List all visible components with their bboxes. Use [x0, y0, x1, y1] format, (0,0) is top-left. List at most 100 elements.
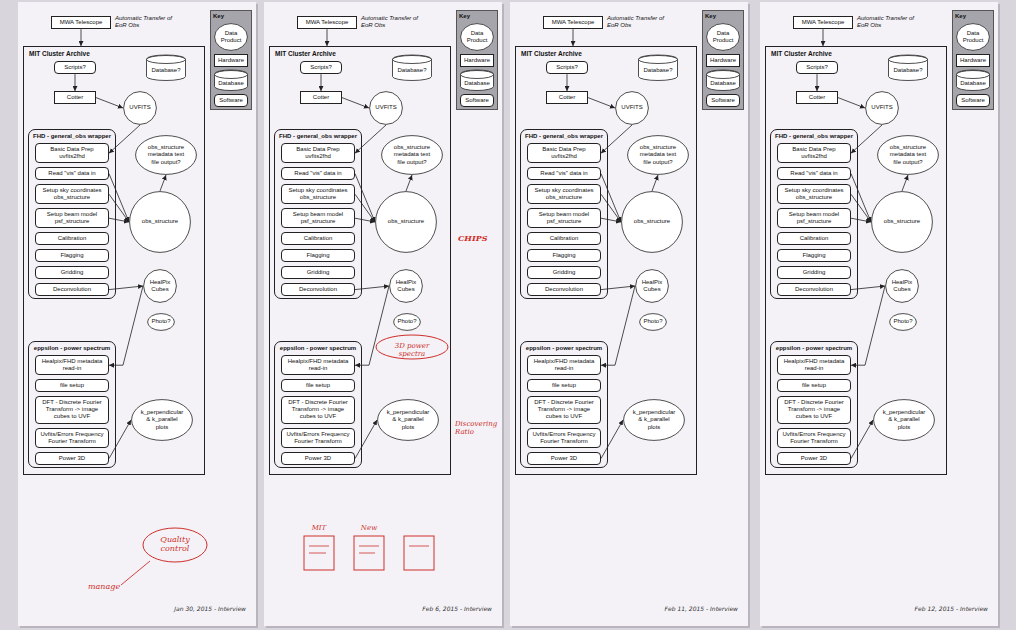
handwritten-note: Quality control	[150, 535, 200, 553]
data-product-ellipse: k_perpendicular & k_parallel plots	[377, 399, 439, 441]
legend-hardware: Hardware	[214, 54, 248, 67]
node-text: Power 3D	[781, 455, 847, 462]
ellipse-shape	[640, 314, 667, 331]
node-text: Setup beam model psf_structure	[531, 211, 597, 225]
ellipse-shape	[624, 400, 685, 441]
legend-data-product: Data Product	[460, 23, 494, 51]
node-text: DFT - Discrete Fourier Transform -> imag…	[781, 399, 847, 421]
process-box: Uvfits/Errors Frequency Fourier Transfor…	[777, 428, 851, 448]
node-text: MWA Telescope	[797, 19, 849, 26]
connector-arrow	[851, 174, 871, 222]
data-product-circle: obs_structure	[129, 191, 191, 253]
connector-arrow	[81, 29, 82, 46]
ellipse-shape	[957, 24, 990, 51]
connector-arrow	[573, 29, 574, 46]
node-text: obs_structure metadata text file output?	[144, 144, 189, 166]
red-pen-box	[404, 536, 434, 570]
connector-arrow	[342, 98, 369, 108]
hardware-box: MWA Telescope	[51, 16, 111, 29]
process-box: file setup	[777, 379, 851, 392]
node-text: Power 3D	[531, 455, 597, 462]
ellipse-shape	[622, 192, 683, 253]
legend-data-product: Data Product	[706, 23, 740, 51]
handwritten-note: MIT	[304, 524, 334, 532]
connector-arrow	[902, 175, 908, 191]
process-box: Setup beam model psf_structure	[281, 208, 355, 228]
legend-software: Software	[214, 94, 248, 107]
date-note: Feb 12, 2015 - Interview	[878, 606, 988, 613]
date-note: Jan 30, 2015 - Interview	[136, 606, 246, 613]
ellipse-shape	[130, 192, 191, 253]
label-box: manage	[88, 582, 128, 591]
process-box: Calibration	[35, 232, 109, 245]
connector-arrow	[652, 175, 658, 191]
node-text: Setup beam model psf_structure	[39, 211, 105, 225]
data-product-ellipse: obs_structure metadata text file output?	[627, 135, 689, 175]
node-text: Setup beam model psf_structure	[285, 211, 351, 225]
node-text: DFT - Discrete Fourier Transform -> imag…	[39, 399, 105, 421]
archive-box: MIT Cluster ArchiveScripts?Database?Cott…	[23, 46, 205, 475]
node-text: Deconvolution	[39, 286, 105, 293]
software-box: Cotter	[300, 91, 342, 104]
ellipse-shape	[628, 136, 689, 175]
connector-arrow	[109, 194, 129, 222]
data-product-ellipse: k_perpendicular & k_parallel plots	[623, 399, 685, 441]
connector-arrow	[160, 175, 166, 191]
node-text: eppsilon - power spectrum	[32, 345, 112, 352]
node-text: Photo?	[893, 318, 913, 325]
label-box: MIT	[304, 524, 334, 532]
legend-panel: KeyData ProductHardwareDatabaseSoftware	[456, 10, 498, 110]
process-box: Power 3D	[777, 452, 851, 465]
node-text: Scripts?	[550, 64, 584, 71]
node-text: Healpix/FHD metadata read-in	[39, 358, 105, 372]
node-text: Database	[708, 80, 739, 87]
node-text: Database?	[640, 67, 676, 74]
database-cylinder: Database?	[638, 55, 678, 81]
ellipse-shape	[376, 192, 437, 253]
ellipse-shape	[378, 400, 439, 441]
software-group: FHD - general_obs wrapperBasic Data Prep…	[28, 129, 116, 299]
data-product-ellipse: k_perpendicular & k_parallel plots	[873, 399, 935, 441]
node-text: Uvfits/Errors Frequency Fourier Transfor…	[531, 431, 597, 445]
node-text: Gridding	[285, 269, 351, 276]
process-box: Healpix/FHD metadata read-in	[777, 355, 851, 375]
ellipse-shape	[144, 270, 177, 303]
node-text: MIT Cluster Archive	[771, 50, 941, 58]
node-text: Uvfits/Errors Frequency Fourier Transfor…	[39, 431, 105, 445]
legend-hardware: Hardware	[460, 54, 494, 67]
node-text: Basic Data Prep uvfits2fhd	[39, 146, 105, 160]
connector-arrow	[355, 174, 375, 222]
node-text: MWA Telescope	[55, 19, 107, 26]
ellipse-shape	[136, 136, 197, 175]
node-text: Read "vis" data in	[781, 170, 847, 177]
label-box: Feb 11, 2015 - Interview	[628, 606, 738, 613]
process-box: Setup sky coordinates obs_structure	[35, 184, 109, 204]
node-text: FHD - general_obs wrapper	[32, 133, 112, 140]
node-text: FHD - general_obs wrapper	[278, 133, 358, 140]
node-text: MIT Cluster Archive	[29, 50, 199, 58]
node-text: Gridding	[39, 269, 105, 276]
node-text: UVFITS	[620, 104, 644, 111]
connector-arrow	[109, 286, 143, 365]
handwritten-note: Discovering Ratio	[455, 420, 499, 436]
cylinder-body	[215, 70, 248, 91]
process-box: Gridding	[35, 266, 109, 279]
node-text: Software	[960, 97, 986, 104]
node-text: Calibration	[39, 235, 105, 242]
process-box: Basic Data Prep uvfits2fhd	[35, 143, 109, 163]
node-text: Calibration	[531, 235, 597, 242]
connector-arrow	[851, 286, 885, 365]
process-box: DFT - Discrete Fourier Transform -> imag…	[281, 396, 355, 424]
node-text: Flagging	[285, 252, 351, 259]
red-pen-circle	[143, 528, 207, 562]
node-text: Data Product	[219, 30, 243, 44]
label-box: Discovering Ratio	[455, 420, 499, 436]
node-text: Database	[462, 80, 493, 87]
data-product-ellipse: Photo?	[393, 313, 421, 331]
node-text: k_perpendicular & k_parallel plots	[140, 409, 185, 431]
connector-arrow	[109, 125, 140, 153]
data-product-circle: HealPix Cubes	[389, 269, 423, 303]
process-box: DFT - Discrete Fourier Transform -> imag…	[527, 396, 601, 424]
node-text: MIT Cluster Archive	[521, 50, 691, 58]
node-text: Healpix/FHD metadata read-in	[531, 358, 597, 372]
